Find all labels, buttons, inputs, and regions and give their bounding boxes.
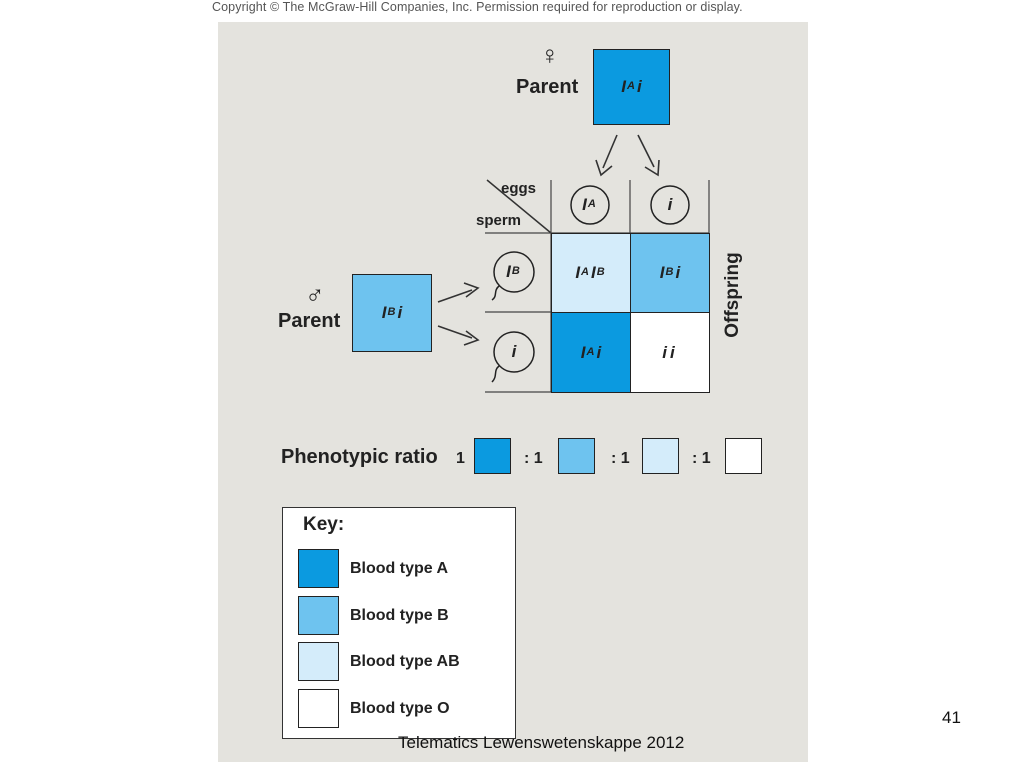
male-symbol: ♂ [305, 280, 325, 310]
copyright-notice: Copyright © The McGraw-Hill Companies, I… [212, 0, 743, 14]
key-label-b: Blood type B [350, 607, 449, 624]
female-symbol: ♀ [540, 40, 560, 70]
key-label-a: Blood type A [350, 560, 449, 577]
sperm-label: sperm [476, 212, 522, 229]
key-swatch-b [298, 596, 339, 635]
key-label-ab: Blood type AB [350, 653, 460, 670]
key-swatch-o [298, 689, 339, 728]
offspring-cell-a [551, 312, 631, 393]
ratio-swatch-o [725, 438, 762, 474]
female-parent-genotype-box [593, 49, 670, 125]
footer-text: Telematics Lewenswetenskappe 2012 [398, 733, 685, 752]
eggs-label: eggs [501, 180, 537, 197]
key-swatch-ab [298, 642, 339, 681]
page-number: 41 [942, 708, 961, 727]
female-parent-label: Parent [516, 76, 579, 98]
offspring-cell-b [630, 233, 710, 313]
male-parent-genotype-box [352, 274, 432, 352]
ratio-swatch-b [558, 438, 595, 474]
key-label-o: Blood type O [350, 700, 450, 717]
sperm-allele-2: i [511, 342, 517, 361]
phenotypic-ratio-label: Phenotypic ratio [281, 446, 438, 468]
male-parent-label: Parent [278, 310, 341, 332]
ratio-sep-3: : 1 [692, 450, 711, 467]
offspring-cell-o [630, 312, 710, 393]
egg-allele-2: i [667, 195, 673, 214]
ratio-swatch-a [474, 438, 511, 474]
offspring-label: Offspring [722, 252, 743, 338]
ratio-swatch-ab [642, 438, 679, 474]
ratio-sep-2: : 1 [611, 450, 630, 467]
key-title: Key: [303, 514, 345, 535]
ratio-sep-1: : 1 [524, 450, 543, 467]
key-swatch-a [298, 549, 339, 588]
ratio-first: 1 [456, 450, 465, 467]
